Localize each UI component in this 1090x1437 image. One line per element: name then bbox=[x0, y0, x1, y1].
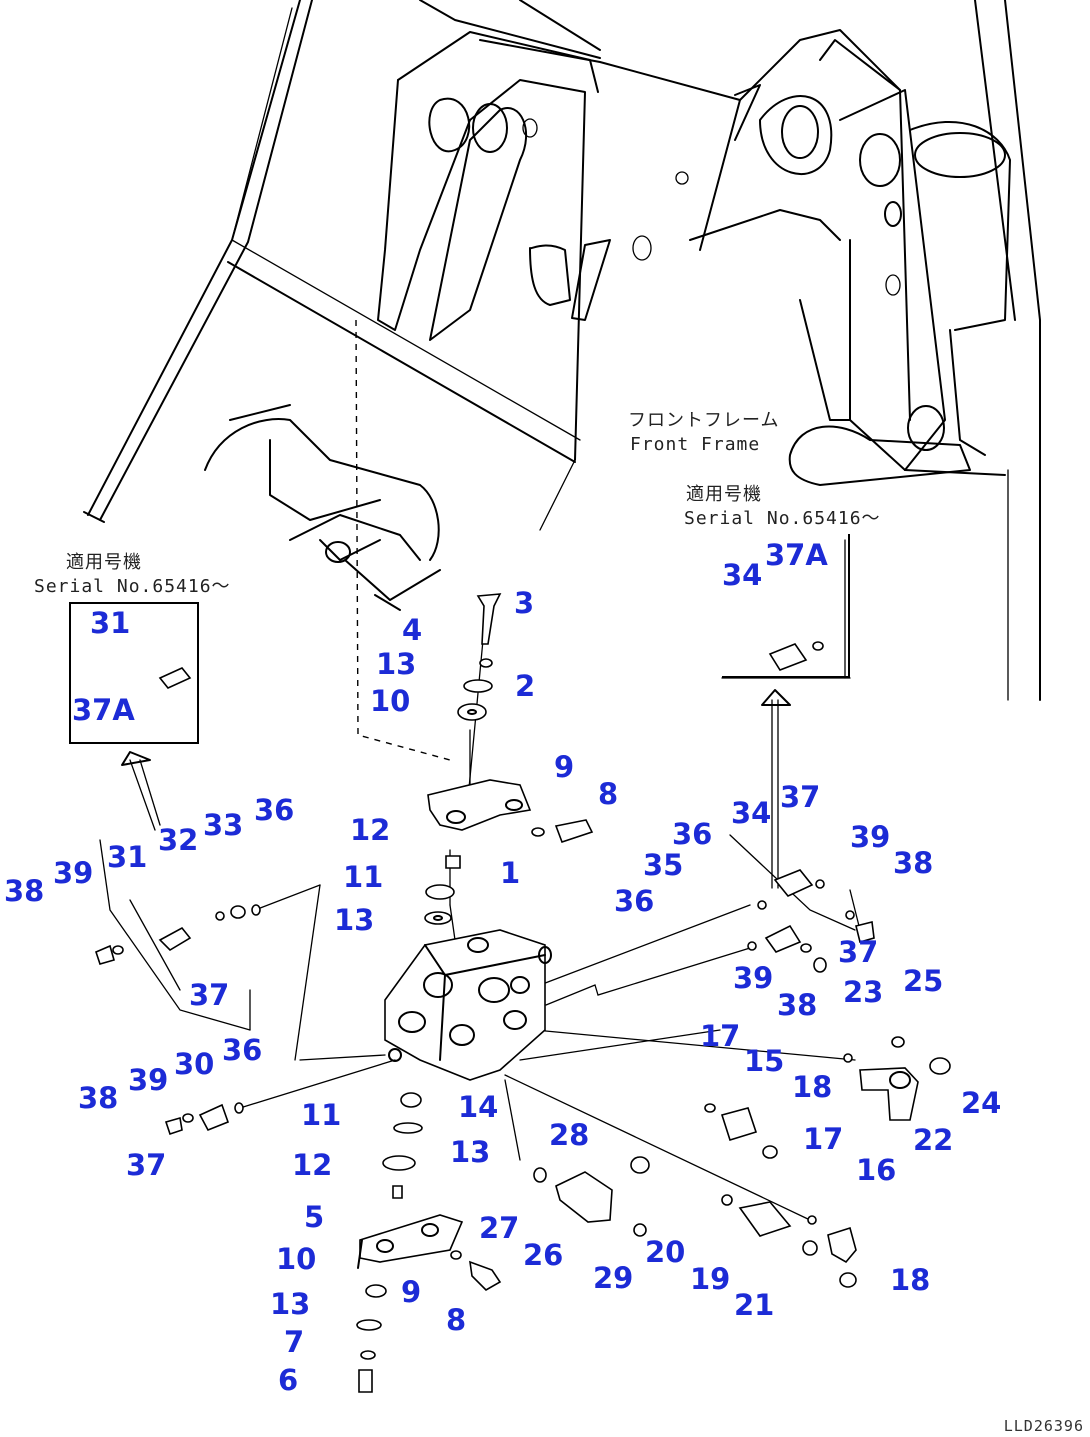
callout-18-a: 18 bbox=[792, 1070, 833, 1104]
callout-18-b: 18 bbox=[890, 1263, 931, 1297]
serial-note-right-jp: 適用号機 bbox=[686, 484, 762, 505]
right-inset-box bbox=[722, 534, 850, 678]
callout-14: 14 bbox=[458, 1090, 499, 1124]
callout-5: 5 bbox=[304, 1200, 325, 1234]
callout-6: 6 bbox=[278, 1363, 299, 1397]
callout-37-b: 37 bbox=[838, 935, 879, 969]
callout-3: 3 bbox=[514, 586, 535, 620]
callout-13-d: 13 bbox=[270, 1287, 311, 1321]
callout-22: 22 bbox=[913, 1123, 954, 1157]
callout-37-d: 37 bbox=[126, 1148, 167, 1182]
callout-38-d: 38 bbox=[78, 1081, 119, 1115]
callout-13-b: 13 bbox=[334, 903, 375, 937]
callout-30: 30 bbox=[174, 1047, 215, 1081]
mounting-brackets bbox=[357, 779, 532, 1269]
callout-32: 32 bbox=[158, 823, 199, 857]
left-inset-box bbox=[69, 602, 199, 744]
fasteners bbox=[356, 593, 594, 1393]
serial-note-left-en: Serial No.65416～ bbox=[34, 576, 231, 597]
callout-24: 24 bbox=[961, 1086, 1002, 1120]
callout-1: 1 bbox=[500, 856, 521, 890]
callout-37-c: 37 bbox=[189, 978, 230, 1012]
callout-26: 26 bbox=[523, 1238, 564, 1272]
callout-36-b: 36 bbox=[672, 817, 713, 851]
callout-38-b: 38 bbox=[893, 846, 934, 880]
callout-23: 23 bbox=[843, 975, 884, 1009]
callout-37A-right: 37A bbox=[765, 538, 828, 572]
callout-33: 33 bbox=[203, 808, 244, 842]
callout-17-a: 17 bbox=[700, 1019, 741, 1053]
assembly-lines bbox=[99, 319, 1009, 1221]
drawing-code: LLD26396 bbox=[1003, 1417, 1084, 1435]
callout-4: 4 bbox=[402, 613, 423, 647]
fittings bbox=[95, 641, 951, 1288]
callout-7: 7 bbox=[284, 1325, 305, 1359]
callout-10-lower: 10 bbox=[276, 1242, 317, 1276]
callout-37A-left: 37A bbox=[72, 693, 135, 727]
callout-28: 28 bbox=[549, 1118, 590, 1152]
front-frame bbox=[83, 0, 1041, 701]
callout-35: 35 bbox=[643, 848, 684, 882]
callout-11-upper: 11 bbox=[343, 860, 384, 894]
callout-38-c: 38 bbox=[777, 988, 818, 1022]
callout-11-lower: 11 bbox=[301, 1098, 342, 1132]
callout-12-lower: 12 bbox=[292, 1148, 333, 1182]
callout-36-c: 36 bbox=[614, 884, 655, 918]
callout-8-lower: 8 bbox=[446, 1303, 467, 1337]
callout-36-a: 36 bbox=[254, 793, 295, 827]
callout-25: 25 bbox=[903, 964, 944, 998]
callout-31-inset: 31 bbox=[90, 606, 131, 640]
callout-39-c: 39 bbox=[733, 961, 774, 995]
callout-36-d: 36 bbox=[222, 1033, 263, 1067]
callout-13-c: 13 bbox=[450, 1135, 491, 1169]
callout-34: 34 bbox=[731, 796, 772, 830]
callout-13-a: 13 bbox=[376, 647, 417, 681]
callout-15: 15 bbox=[744, 1044, 785, 1078]
callout-34-inset: 34 bbox=[722, 558, 763, 592]
callout-10-upper: 10 bbox=[370, 684, 411, 718]
callout-9-lower: 9 bbox=[401, 1275, 422, 1309]
callout-19: 19 bbox=[690, 1262, 731, 1296]
callout-21: 21 bbox=[734, 1288, 775, 1322]
callout-39-b: 39 bbox=[850, 820, 891, 854]
callout-31: 31 bbox=[107, 840, 148, 874]
callout-39-d: 39 bbox=[128, 1063, 169, 1097]
callout-37-a: 37 bbox=[780, 780, 821, 814]
callout-2: 2 bbox=[515, 669, 536, 703]
callout-16: 16 bbox=[856, 1153, 897, 1187]
front-frame-label-jp: フロントフレーム bbox=[628, 410, 780, 431]
callout-9-upper: 9 bbox=[554, 750, 575, 784]
callout-17-b: 17 bbox=[803, 1122, 844, 1156]
callout-38-a: 38 bbox=[4, 874, 45, 908]
callout-39-a: 39 bbox=[53, 856, 94, 890]
callout-20: 20 bbox=[645, 1235, 686, 1269]
front-frame-label-en: Front Frame bbox=[630, 434, 761, 455]
control-valve bbox=[384, 929, 552, 1081]
callout-27: 27 bbox=[479, 1211, 520, 1245]
callout-29: 29 bbox=[593, 1261, 634, 1295]
callout-8-upper: 8 bbox=[598, 777, 619, 811]
serial-note-left-jp: 適用号機 bbox=[66, 552, 142, 573]
serial-note-right-en: Serial No.65416～ bbox=[684, 508, 881, 529]
callout-12-upper: 12 bbox=[350, 813, 391, 847]
